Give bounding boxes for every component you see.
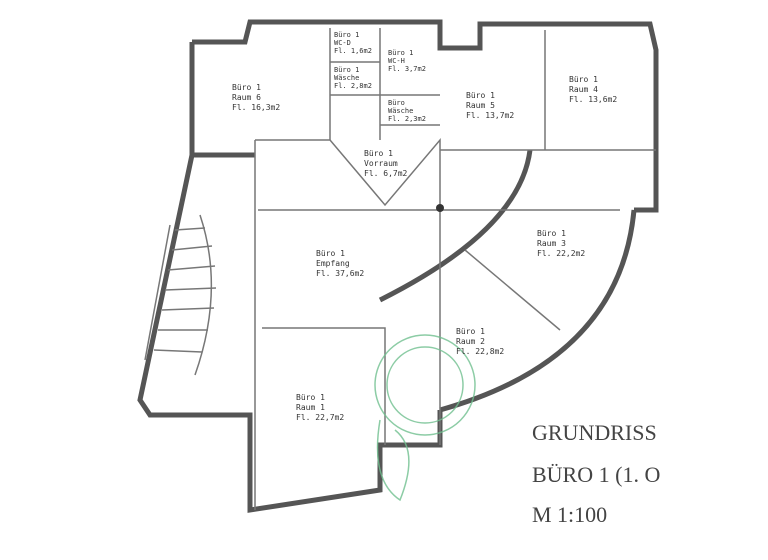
room-label-text: Büro 1: [569, 75, 598, 84]
room-label-text: Büro 1: [316, 249, 345, 258]
room-label-text: Wäsche: [388, 107, 413, 115]
room-label-text: WC-H: [388, 57, 405, 65]
room-label: Büro 1WC-HFl. 3,7m2: [388, 49, 426, 73]
room-label-text: Fl. 1,6m2: [334, 47, 372, 55]
room-label-text: Büro 1: [334, 31, 359, 39]
room-label-text: Büro: [388, 99, 405, 107]
title-line-1: GRUNDRISS: [532, 420, 657, 445]
room-label-text: Büro 1: [388, 49, 413, 57]
title-block: GRUNDRISS BÜRO 1 (1. O M 1:100: [532, 420, 660, 527]
staircase: [144, 214, 217, 376]
room-label-text: Wäsche: [334, 74, 359, 82]
walls: [137, 19, 659, 513]
room-label-text: Raum 4: [569, 85, 598, 94]
title-line-2: BÜRO 1 (1. O: [532, 462, 660, 487]
room-label-text: Fl. 16,3m2: [232, 103, 280, 112]
room-label-text: Vorraum: [364, 159, 398, 168]
room-label-text: Büro 1: [537, 229, 566, 238]
room-label-text: Fl. 22,8m2: [456, 347, 504, 356]
room-label-text: Raum 3: [537, 239, 566, 248]
room-label-text: Büro 1: [232, 83, 261, 92]
room-label-text: Büro 1: [296, 393, 325, 402]
room-label-text: Büro 1: [364, 149, 393, 158]
title-line-3: M 1:100: [532, 502, 607, 527]
room-label-text: Fl. 22,2m2: [537, 249, 585, 258]
room-label-text: WC-D: [334, 39, 351, 47]
stamp: [374, 334, 476, 502]
room-label-text: Büro 1: [456, 327, 485, 336]
room-label-text: Fl. 6,7m2: [364, 169, 408, 178]
room-label-text: Fl. 3,7m2: [388, 65, 426, 73]
room-label-text: Fl. 22,7m2: [296, 413, 344, 422]
room-label-text: Fl. 2,3m2: [388, 115, 426, 123]
room-label-text: Büro 1: [334, 66, 359, 74]
room-label-text: Fl. 2,8m2: [334, 82, 372, 90]
room-label-text: Fl. 13,7m2: [466, 111, 514, 120]
room-label-text: Büro 1: [466, 91, 495, 100]
room-label-text: Raum 6: [232, 93, 261, 102]
room-label-text: Fl. 37,6m2: [316, 269, 364, 278]
room-label: Büro 1WC-DFl. 1,6m2: [334, 31, 372, 55]
room-label-text: Raum 5: [466, 101, 495, 110]
room-label-text: Fl. 13,6m2: [569, 95, 617, 104]
room-label-text: Empfang: [316, 259, 350, 268]
room-label-text: Raum 1: [296, 403, 325, 412]
room-label-text: Raum 2: [456, 337, 485, 346]
